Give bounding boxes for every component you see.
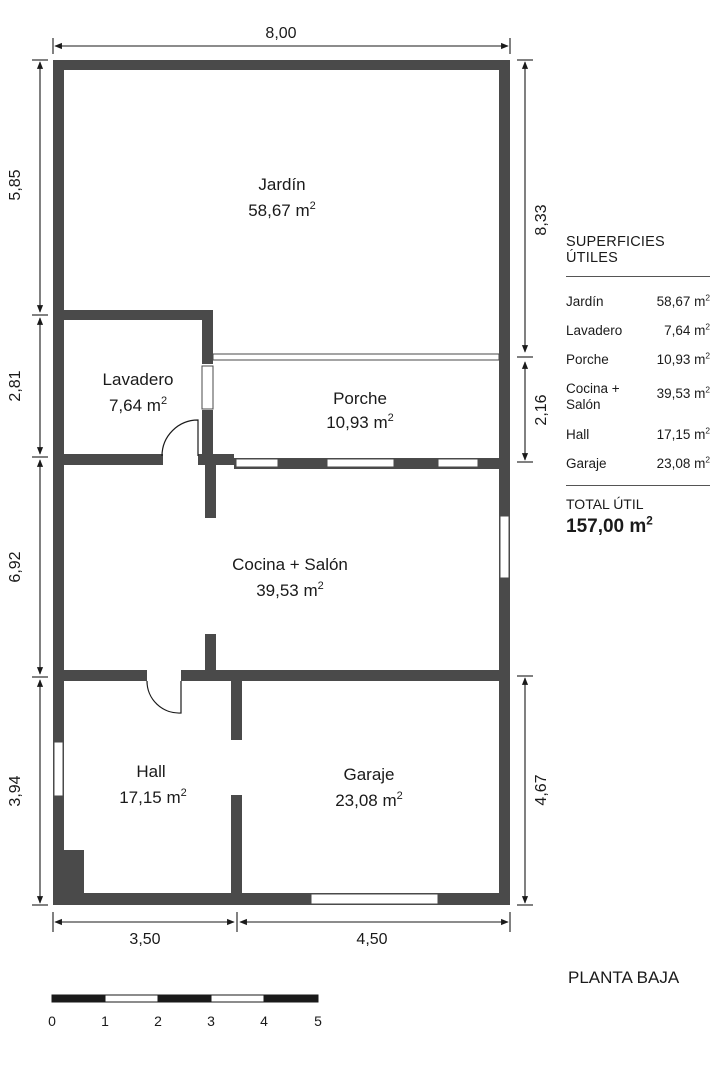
- room-cocina-salon: Cocina + Salón 39,53 m2: [232, 555, 348, 600]
- partition-stub-bottom: [205, 634, 216, 678]
- legend-row-name: Jardín: [566, 294, 604, 309]
- outer-wall-left: [53, 60, 64, 905]
- room-area: 7,64 m2: [109, 395, 167, 415]
- legend-row: Jardín 58,67 m2: [566, 292, 710, 309]
- room-area: 39,53 m2: [256, 580, 324, 600]
- wall-above-cocina-left: [53, 454, 163, 465]
- room-name: Lavadero: [103, 370, 174, 389]
- legend-title: SUPERFICIES ÚTILES: [566, 234, 710, 277]
- total-value: 157,00 m2: [566, 514, 653, 537]
- scale-label-1: 1: [101, 1013, 109, 1029]
- windows: [53, 353, 510, 905]
- door-lavadero: [161, 419, 199, 457]
- legend-row-name: Lavadero: [566, 323, 623, 338]
- room-area: 10,93 m2: [326, 412, 394, 432]
- wall-below-cocina-right: [181, 670, 510, 681]
- outer-wall-top: [53, 60, 510, 70]
- window-porche-2: [326, 458, 395, 468]
- room-area: 17,15 m2: [119, 787, 187, 807]
- legend-row-value: 39,53 m2: [656, 384, 710, 401]
- dim-left-2: 2,81: [7, 370, 24, 401]
- outer-wall-bottom: [53, 893, 510, 905]
- scale-label-4: 4: [260, 1013, 268, 1029]
- hall-pillar: [53, 850, 84, 905]
- window-hall: [53, 741, 64, 797]
- legend-row-value: 10,93 m2: [656, 350, 710, 367]
- area-legend: SUPERFICIES ÚTILES Jardín 58,67 m2 Lavad…: [566, 234, 710, 538]
- room-name: Garaje: [343, 765, 394, 784]
- scale-label-2: 2: [154, 1013, 162, 1029]
- room-jardin: Jardín 58,67 m2: [248, 175, 316, 220]
- hall-garaje-wall-bottom: [231, 795, 242, 905]
- partition-stub-top: [205, 454, 216, 518]
- room-porche: Porche 10,93 m2: [326, 389, 394, 432]
- legend-row-name: Garaje: [566, 456, 607, 471]
- hall-garaje-wall-top: [231, 670, 242, 740]
- room-name: Cocina + Salón: [232, 555, 348, 574]
- legend-row: Garaje 23,08 m2: [566, 454, 710, 471]
- plan-title: PLANTA BAJA: [568, 968, 680, 987]
- dim-right-2: 2,16: [533, 394, 550, 425]
- window-lavadero: [201, 365, 214, 410]
- dim-right-1: 8,33: [533, 204, 550, 235]
- scale-label-5: 5: [314, 1013, 322, 1029]
- room-lavadero: Lavadero 7,64 m2: [103, 370, 174, 415]
- legend-row-value: 7,64 m2: [664, 321, 710, 338]
- scale-label-0: 0: [48, 1013, 56, 1029]
- room-name: Porche: [333, 389, 387, 408]
- legend-row: Cocina + Salón 39,53 m2: [566, 381, 710, 413]
- outer-wall-right: [499, 60, 510, 905]
- room-garaje: Garaje 23,08 m2: [335, 765, 403, 810]
- legend-row-name: Porche: [566, 352, 609, 367]
- window-garaje: [310, 893, 439, 905]
- doors: [146, 419, 199, 714]
- window-porche-1: [235, 458, 279, 468]
- scale-label-3: 3: [207, 1013, 215, 1029]
- room-name: Jardín: [258, 175, 305, 194]
- lavadero-wall-right-lower: [202, 410, 213, 462]
- legend-row-name: Cocina + Salón: [566, 381, 620, 412]
- legend-row-value: 58,67 m2: [656, 292, 710, 309]
- legend-row: Porche 10,93 m2: [566, 350, 710, 367]
- room-name: Hall: [136, 762, 165, 781]
- legend-row: Lavadero 7,64 m2: [566, 321, 710, 338]
- dim-left-1: 5,85: [7, 169, 24, 200]
- dimension-lines: [32, 38, 533, 932]
- lavadero-wall-right: [202, 310, 213, 364]
- dim-right-3: 4,67: [533, 774, 550, 805]
- dim-left-4: 3,94: [7, 775, 24, 806]
- window-cocina: [499, 515, 510, 579]
- dim-left-3: 6,92: [7, 551, 24, 582]
- scale-bar: [51, 994, 319, 1003]
- door-hall: [146, 680, 182, 714]
- window-porche-top: [212, 353, 500, 361]
- wall-below-cocina-left: [53, 670, 147, 681]
- legend-row: Hall 17,15 m2: [566, 425, 710, 442]
- lavadero-wall-top: [53, 310, 213, 320]
- legend-total: TOTAL ÚTIL 157,00 m2: [566, 485, 710, 538]
- dim-bottom-left: 3,50: [129, 931, 160, 948]
- window-porche-3: [437, 458, 479, 468]
- room-area: 23,08 m2: [335, 790, 403, 810]
- legend-row-name: Hall: [566, 427, 590, 442]
- legend-row-value: 17,15 m2: [656, 425, 710, 442]
- room-area: 58,67 m2: [248, 200, 316, 220]
- dim-top: 8,00: [265, 25, 296, 42]
- legend-row-value: 23,08 m2: [656, 454, 710, 471]
- room-hall: Hall 17,15 m2: [119, 762, 187, 807]
- dim-bottom-right: 4,50: [356, 931, 387, 948]
- total-label: TOTAL ÚTIL: [566, 496, 644, 512]
